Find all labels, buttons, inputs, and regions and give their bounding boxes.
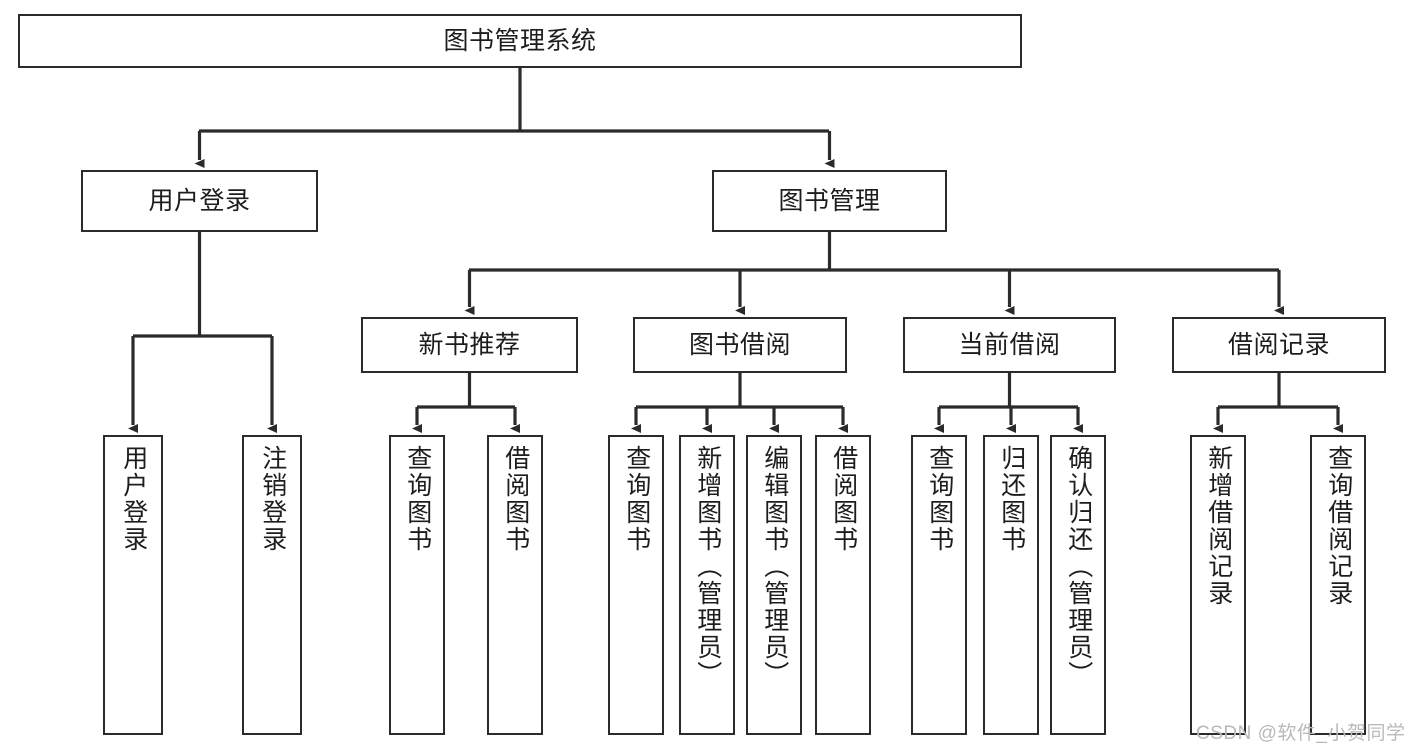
node-leaf-bb-query[interactable]: 查询图书 bbox=[608, 435, 664, 735]
node-leaf-cb-confirm[interactable]: 确认归还（管理员） bbox=[1050, 435, 1106, 735]
node-label: 图书借阅 bbox=[688, 330, 791, 359]
node-leaf-login[interactable]: 用户登录 bbox=[103, 435, 163, 735]
node-root[interactable]: 图书管理系统 bbox=[18, 14, 1022, 68]
node-leaf-logout[interactable]: 注销登录 bbox=[242, 435, 302, 735]
node-label: 借阅图书 bbox=[501, 445, 530, 553]
node-borrow[interactable]: 图书借阅 bbox=[633, 317, 847, 373]
node-label: 新书推荐 bbox=[418, 330, 521, 359]
node-label: 新增图书（管理员） bbox=[693, 445, 722, 688]
node-records[interactable]: 借阅记录 bbox=[1172, 317, 1386, 373]
node-leaf-rc-query[interactable]: 查询借阅记录 bbox=[1310, 435, 1366, 735]
node-login[interactable]: 用户登录 bbox=[81, 170, 318, 232]
node-label: 注销登录 bbox=[258, 445, 287, 553]
node-leaf-cb-query[interactable]: 查询图书 bbox=[911, 435, 967, 735]
node-label: 编辑图书（管理员） bbox=[760, 445, 789, 688]
node-label: 归还图书 bbox=[997, 445, 1026, 553]
node-label: 用户登录 bbox=[148, 186, 251, 215]
node-leaf-bb-add[interactable]: 新增图书（管理员） bbox=[679, 435, 735, 735]
node-label: 用户登录 bbox=[119, 445, 148, 553]
node-label: 图书管理 bbox=[778, 186, 881, 215]
node-leaf-nb-borrow[interactable]: 借阅图书 bbox=[487, 435, 543, 735]
node-newbook[interactable]: 新书推荐 bbox=[361, 317, 578, 373]
node-label: 查询图书 bbox=[403, 445, 432, 553]
node-current[interactable]: 当前借阅 bbox=[903, 317, 1116, 373]
node-leaf-rc-add[interactable]: 新增借阅记录 bbox=[1190, 435, 1246, 735]
node-leaf-bb-borrow[interactable]: 借阅图书 bbox=[815, 435, 871, 735]
node-label: 查询图书 bbox=[925, 445, 954, 553]
node-label: 当前借阅 bbox=[958, 330, 1061, 359]
node-leaf-cb-return[interactable]: 归还图书 bbox=[983, 435, 1039, 735]
node-bookmgmt[interactable]: 图书管理 bbox=[712, 170, 947, 232]
node-label: 新增借阅记录 bbox=[1204, 445, 1233, 607]
node-label: 查询图书 bbox=[622, 445, 651, 553]
node-label: 确认归还（管理员） bbox=[1064, 445, 1093, 688]
node-label: 图书管理系统 bbox=[443, 26, 597, 55]
csdn-watermark: CSDN @软件_小贺同学 bbox=[1196, 723, 1405, 744]
node-label: 查询借阅记录 bbox=[1324, 445, 1353, 607]
node-label: 借阅图书 bbox=[829, 445, 858, 553]
node-leaf-bb-edit[interactable]: 编辑图书（管理员） bbox=[746, 435, 802, 735]
node-label: 借阅记录 bbox=[1227, 330, 1330, 359]
node-leaf-nb-query[interactable]: 查询图书 bbox=[389, 435, 445, 735]
